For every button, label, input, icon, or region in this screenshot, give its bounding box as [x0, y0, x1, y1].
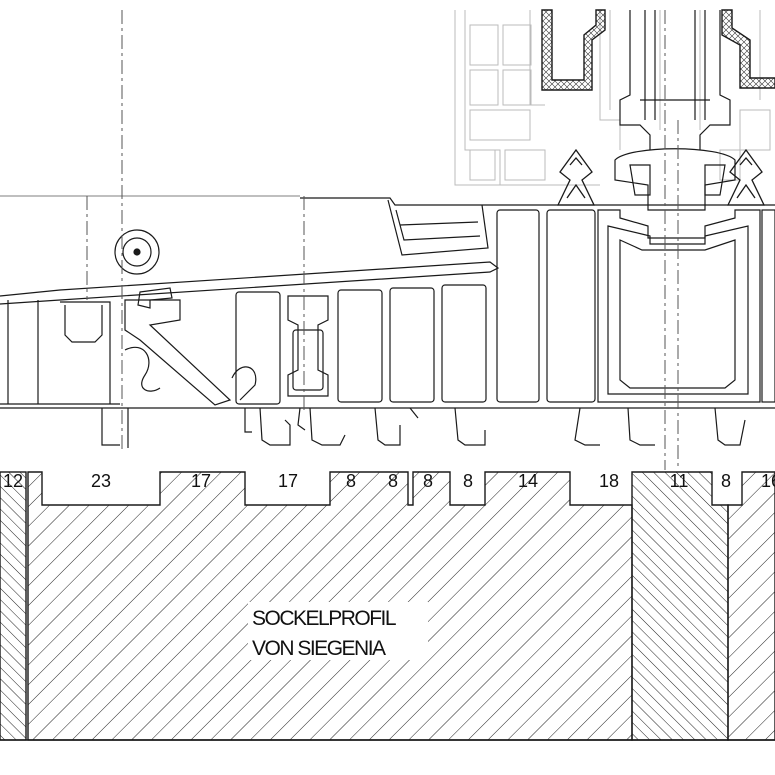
- glazing-gasket-right: [721, 9, 775, 89]
- dimension-label: 17: [278, 471, 298, 491]
- dimension-label: 11: [670, 471, 689, 491]
- seal-clip-left: [556, 148, 596, 206]
- dimension-label: 8: [463, 471, 473, 491]
- seal-clip-right: [726, 148, 766, 206]
- title-backing: [248, 602, 428, 660]
- base-hatch-left: [0, 471, 27, 741]
- threshold-profile: [0, 195, 775, 409]
- glass-stop-profile: [614, 10, 736, 211]
- center-lines: [86, 10, 679, 470]
- dimension-label: 12: [3, 471, 23, 491]
- glazing-gasket-left: [541, 9, 606, 91]
- dimension-label: 14: [518, 471, 538, 491]
- title-line-1: SOCKELPROFIL: [252, 607, 396, 630]
- base-hatch-right: [727, 471, 775, 741]
- mounting-hooks: [101, 407, 746, 448]
- dimension-label: 16: [761, 471, 775, 491]
- dimension-label: 8: [721, 471, 731, 491]
- dimension-label: 17: [191, 471, 211, 491]
- dimension-label: 8: [423, 471, 433, 491]
- dimension-labels: 12 23 17 17 8 8 8 8 14 18 11 8 16: [3, 471, 775, 491]
- dimension-label: 23: [91, 471, 111, 491]
- dimension-label: 8: [388, 471, 398, 491]
- roller-circle: [114, 229, 160, 275]
- dimension-label: 18: [599, 471, 619, 491]
- base-hatch-center: [631, 471, 729, 741]
- dimension-label: 8: [346, 471, 356, 491]
- window-sash-outline: [454, 10, 771, 186]
- title-line-2: VON SIEGENIA: [252, 637, 386, 660]
